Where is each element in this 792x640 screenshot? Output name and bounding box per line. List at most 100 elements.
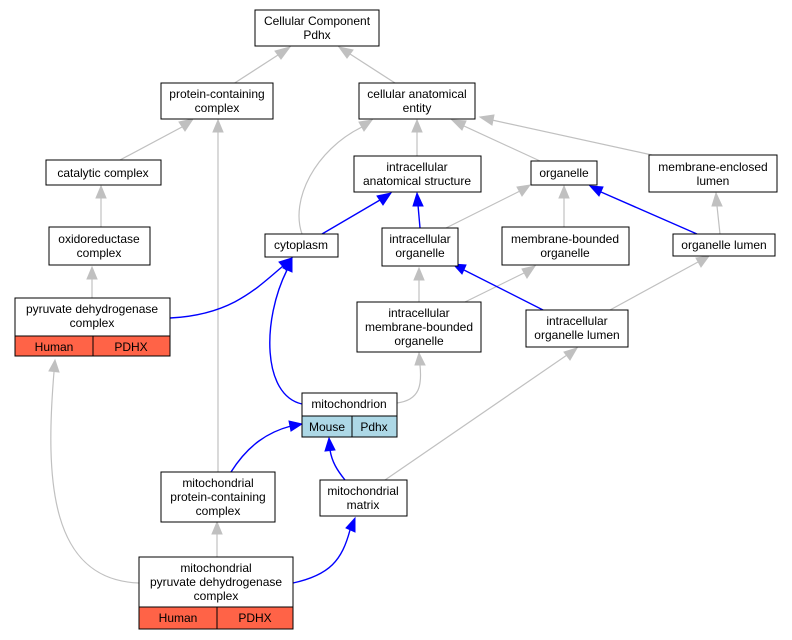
node-label: complex: [196, 504, 241, 518]
edge-mito-pdc-to-mito-matrix: [292, 529, 351, 584]
edge-arrowhead: [211, 520, 223, 535]
node-label: mitochondrial: [180, 561, 251, 575]
node-label: lumen: [697, 174, 730, 188]
edge-mitochondrion-to-imbo: [396, 364, 422, 404]
annotation-gene-cell: [216, 606, 294, 630]
node-cellular-anatomical-entity[interactable]: cellular anatomical entity: [358, 82, 476, 120]
edge-arrowhead: [588, 185, 604, 197]
annotation-species-label: Human: [159, 611, 198, 625]
node-mitochondrial-matrix[interactable]: mitochondrial matrix: [319, 479, 408, 517]
node-label: intracellular: [388, 306, 449, 320]
node-mitochondrion[interactable]: mitochondrion Mouse Pdhx: [301, 392, 398, 438]
node-mitochondrial-pyruvate-dehydrogenase-complex[interactable]: mitochondrial pyruvate dehydrogenase com…: [138, 556, 294, 630]
edge-mito-matrix-to-mitochondrion: [329, 449, 346, 481]
node-label: oxidoreductase: [58, 232, 140, 246]
node-label: anatomical structure: [363, 174, 471, 188]
node-membrane-enclosed-lumen[interactable]: membrane-enclosed lumen: [648, 154, 778, 193]
node-label: organelle: [394, 334, 444, 348]
edge-arrowhead: [337, 46, 354, 59]
edge-organelle-to-anatomical-entity: [463, 125, 541, 162]
node-intracellular-anatomical-structure[interactable]: intracellular anatomical structure: [353, 155, 482, 193]
node-label: mitochondrion: [311, 397, 386, 411]
nodes: Cellular Component Pdhx protein-containi…: [14, 9, 778, 630]
edge-arrowhead: [324, 436, 336, 452]
node-intracellular-organelle[interactable]: intracellular organelle: [381, 227, 459, 267]
edge-organelle-lumen-to-organelle: [600, 191, 698, 235]
node-label: organelle: [540, 246, 590, 260]
edge-arrowhead: [358, 119, 374, 132]
node-catalytic-complex[interactable]: catalytic complex: [45, 159, 162, 186]
edge-arrowhead: [274, 46, 292, 60]
edge-arrowhead: [412, 191, 424, 207]
edge-arrowhead: [478, 114, 495, 126]
edge-arrowhead: [95, 184, 107, 199]
node-protein-containing-complex[interactable]: protein-containing complex: [160, 82, 274, 120]
edge-arrowhead: [695, 255, 711, 268]
edge-cytoplasm-to-anatomical-entity: [298, 126, 363, 235]
edge-arrowhead: [563, 347, 579, 361]
node-label: membrane-enclosed: [658, 160, 767, 174]
annotation-gene-cell: [92, 335, 171, 357]
node-label: cellular anatomical: [367, 87, 466, 101]
node-mitochondrial-protein-containing-complex[interactable]: mitochondrial protein-containing complex: [160, 471, 276, 523]
edge-arrowhead: [48, 358, 60, 373]
edge-arrowhead: [212, 118, 224, 133]
node-label: cytoplasm: [274, 238, 328, 252]
node-label: organelle: [539, 166, 589, 180]
node-label: organelle lumen: [681, 238, 766, 252]
edges: [48, 46, 723, 584]
edge-cytoplasm-to-ias: [321, 199, 381, 235]
edge-arrowhead: [288, 420, 304, 432]
edge-iol-to-organelle-lumen: [609, 261, 699, 311]
annotation-species-label: Human: [35, 340, 74, 354]
node-label: intracellular: [386, 160, 447, 174]
node-oxidoreductase-complex[interactable]: oxidoreductase complex: [48, 226, 151, 266]
edge-mitochondrion-to-cytoplasm: [269, 269, 303, 405]
node-label: entity: [403, 101, 432, 115]
node-label: Cellular Component: [264, 14, 371, 28]
node-intracellular-membrane-bounded-organelle[interactable]: intracellular membrane-bounded organelle: [356, 301, 482, 353]
node-label: pyruvate dehydrogenase: [150, 575, 282, 589]
node-label: membrane-bounded: [365, 320, 473, 334]
node-label: matrix: [347, 498, 380, 512]
annotation-gene-label: PDHX: [238, 611, 271, 625]
edge-iol-to-intracellular-organelle: [463, 269, 546, 312]
edge-membrane-lumen-to-anatomical-entity: [491, 119, 653, 156]
node-label: complex: [77, 246, 122, 260]
node-pyruvate-dehydrogenase-complex[interactable]: pyruvate dehydrogenase complex Human PDH…: [14, 297, 171, 357]
edge-arrowhead: [711, 191, 723, 207]
edge-pdc-to-cytoplasm: [169, 265, 284, 319]
edge-intracellular-organelle-to-organelle: [439, 190, 521, 232]
node-label: organelle lumen: [534, 328, 619, 342]
annotation-gene-cell: [351, 415, 398, 438]
node-label: intracellular: [389, 232, 450, 246]
node-label: protein-containing: [169, 87, 264, 101]
edge-arrowhead: [411, 118, 423, 133]
node-membrane-bounded-organelle[interactable]: membrane-bounded organelle: [501, 226, 630, 266]
edge-mito-pdc-to-pdc: [50, 371, 140, 584]
edge-catalytic-to-protein-complex: [119, 126, 183, 161]
edge-arrowhead: [521, 265, 537, 279]
edge-protein-complex-to-cellular-component: [229, 54, 279, 87]
edge-mito-matrix-to-iol: [384, 354, 568, 481]
node-cellular-component[interactable]: Cellular Component Pdhx: [254, 9, 380, 47]
edge-imbo-to-membrane-bounded: [464, 272, 525, 303]
node-label: mitochondrial: [327, 484, 398, 498]
node-cytoplasm[interactable]: cytoplasm: [264, 233, 339, 258]
node-label: complex: [195, 101, 240, 115]
annotation-gene-label: PDHX: [114, 340, 147, 354]
edge-arrowhead: [450, 119, 467, 131]
node-label: catalytic complex: [57, 166, 148, 180]
node-intracellular-organelle-lumen[interactable]: intracellular organelle lumen: [525, 309, 629, 348]
node-label: mitochondrial: [182, 476, 253, 490]
annotation-gene-label: Pdhx: [360, 420, 387, 434]
edge-arrowhead: [413, 266, 425, 281]
node-label: protein-containing: [170, 490, 265, 504]
edge-arrowhead: [282, 256, 293, 273]
edge-arrowhead: [345, 516, 356, 533]
node-organelle-lumen[interactable]: organelle lumen: [672, 233, 776, 257]
edge-organelle-lumen-to-membrane-lumen: [716, 205, 721, 235]
node-label: complex: [194, 589, 239, 603]
node-organelle[interactable]: organelle: [530, 160, 598, 186]
